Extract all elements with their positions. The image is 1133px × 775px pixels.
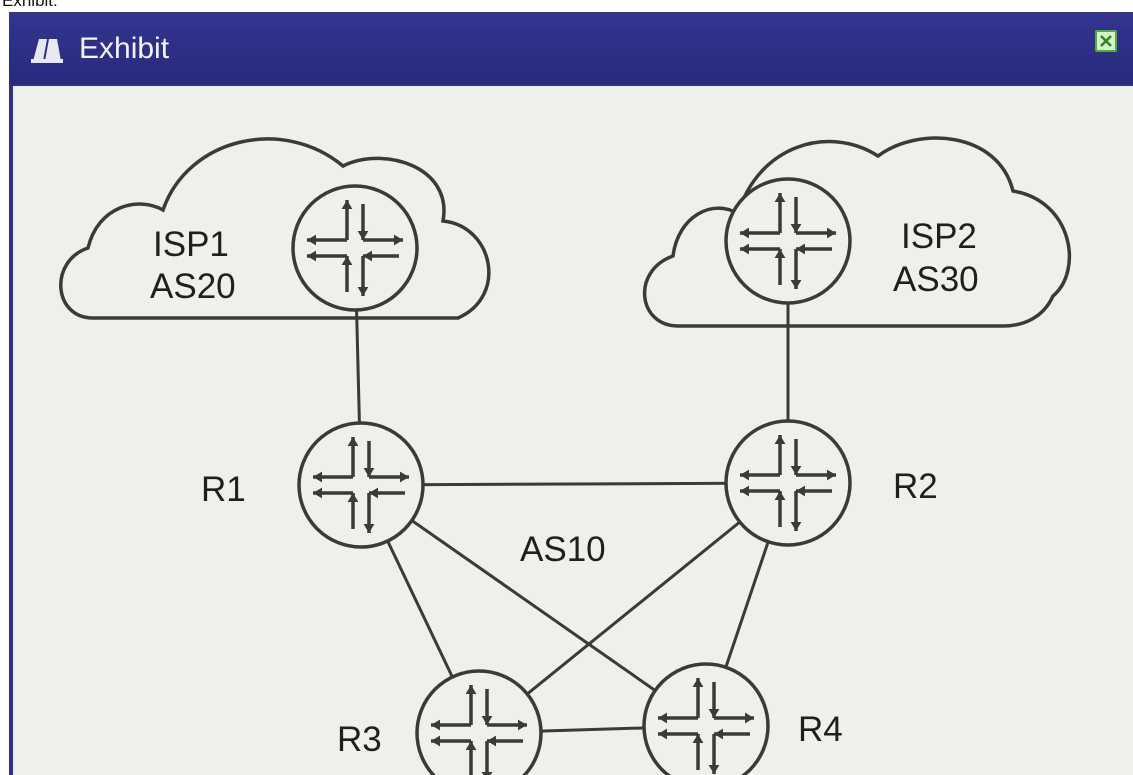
isp1-cloud [59,137,491,320]
isp1-as-label: AS20 [150,267,236,306]
r2-router-icon [724,419,852,547]
r4-label: R4 [798,710,843,749]
isp2-as-label: AS30 [893,260,979,299]
isp2-name-label: ISP2 [901,217,977,256]
link-r1-r2 [360,481,789,487]
r1-router-icon [297,421,425,549]
window-title: Exhibit [79,32,170,65]
r3-label: R3 [337,720,382,759]
exhibit-window: Exhibit ISP1 AS20 ISP2 AS30 R1 R2 R3 R4 … [9,12,1133,775]
exhibit-caption: Exhibit: [2,0,58,10]
title-bar: Exhibit [9,12,1133,84]
isp1-router-router-icon [291,184,419,312]
isp2-router-router-icon [724,177,852,305]
r2-label: R2 [893,467,938,506]
close-button[interactable] [1095,30,1117,52]
routers-layer [291,177,852,775]
link-r1-r4 [360,483,707,728]
link-r2-r3 [478,481,789,735]
r3-router-icon [415,669,543,775]
topology-canvas: ISP1 AS20 ISP2 AS30 R1 R2 R3 R4 AS10 [13,86,1133,775]
close-icon [1100,35,1112,47]
as10-label: AS10 [520,530,606,569]
isp2-cloud [643,136,1072,328]
isp1-name-label: ISP1 [153,225,229,264]
r1-label: R1 [201,470,246,509]
r4-router-icon [642,662,770,775]
exhibit-icon [31,35,63,63]
network-topology-diagram: ISP1 AS20 ISP2 AS30 R1 R2 R3 R4 AS10 [59,136,1072,775]
